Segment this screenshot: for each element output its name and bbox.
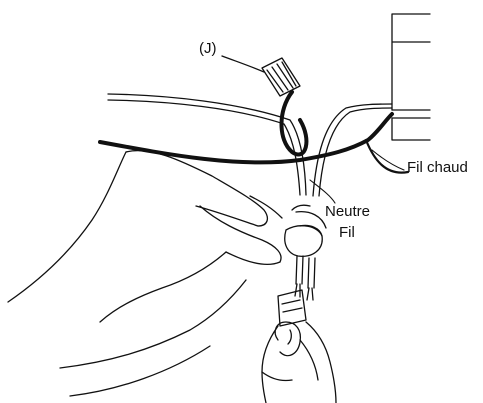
connector-label: (J) bbox=[199, 40, 217, 57]
connector-j bbox=[222, 56, 300, 96]
neutral-label: Neutre bbox=[325, 203, 370, 220]
stripped-ends bbox=[295, 256, 315, 300]
white-wire-box bbox=[313, 104, 392, 196]
hot-wire-label: Fil chaud bbox=[407, 159, 468, 176]
black-wires bbox=[100, 92, 408, 173]
right-hand bbox=[262, 290, 336, 403]
left-hand bbox=[8, 151, 326, 396]
fixture-box bbox=[392, 14, 430, 140]
wire-label: Fil bbox=[339, 224, 355, 241]
white-wire-left bbox=[108, 94, 306, 195]
